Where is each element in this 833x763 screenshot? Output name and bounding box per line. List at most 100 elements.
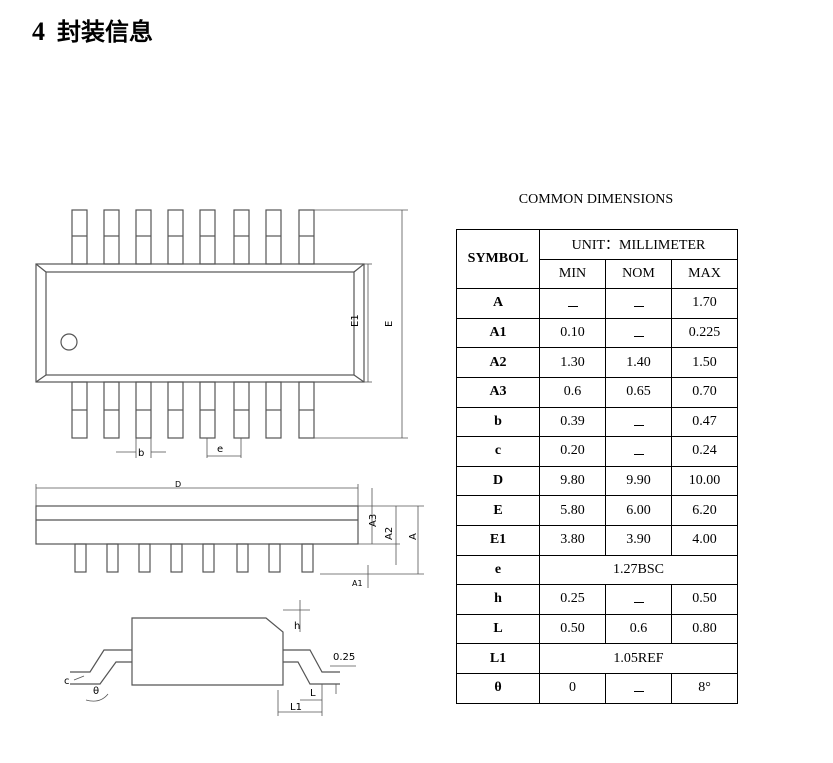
value-cell-min: 0.39 — [539, 406, 606, 438]
label-gauge: 0.25 — [333, 652, 355, 663]
pin-top — [103, 209, 120, 265]
value-cell-nom — [605, 288, 672, 319]
symbol-cell: c — [456, 436, 540, 467]
label-E1: E1 — [350, 314, 361, 327]
value-cell-min: 0.20 — [539, 436, 606, 467]
side-lead — [74, 543, 87, 573]
column-header-row: MIN NOM MAX — [457, 258, 738, 290]
pin-top — [135, 209, 152, 265]
value-cell-max: 1.70 — [671, 288, 738, 319]
value-cell-nom — [605, 406, 672, 438]
side-lead — [138, 543, 151, 573]
right-lead-lower — [283, 661, 340, 685]
value-cell: 1.05REF — [539, 643, 738, 674]
value-cell-min: 0 — [539, 672, 606, 704]
value-cell-min: 0.25 — [539, 584, 606, 615]
bevel-corner — [35, 263, 47, 273]
section-number: 4 — [32, 17, 45, 46]
value-cell-max: 0.47 — [671, 406, 738, 438]
value-cell-nom: 6.00 — [605, 495, 672, 526]
pin-top — [199, 209, 216, 265]
col-min: MIN — [539, 258, 606, 290]
symbol-cell: A — [456, 288, 540, 319]
pin-top — [298, 209, 315, 265]
symbol-cell: e — [456, 554, 540, 586]
value-cell-max: 4.00 — [671, 524, 738, 556]
ic-body-bevel — [45, 271, 355, 376]
bevel-corner — [353, 263, 365, 273]
value-cell: 1.27BSC — [539, 554, 738, 586]
dimension-lines — [35, 209, 424, 716]
label-A: A — [408, 533, 419, 540]
side-view — [35, 505, 359, 573]
profile-body — [131, 617, 284, 686]
symbol-cell: θ — [456, 672, 540, 704]
label-A3: A3 — [368, 514, 379, 527]
package-drawing: b e E1 E D A3 A2 A A1 h c θ 0.25 L L1 — [35, 209, 424, 716]
ic-body — [35, 263, 365, 383]
value-cell-max: 0.80 — [671, 613, 738, 645]
symbol-cell: E1 — [456, 524, 540, 556]
pin1-marker — [60, 333, 78, 351]
label-L: L — [310, 688, 316, 699]
dash-mark — [633, 329, 644, 337]
dash-mark — [633, 684, 644, 692]
symbol-cell: h — [456, 584, 540, 615]
value-cell-min — [539, 288, 606, 319]
table-title: COMMON DIMENSIONS — [518, 192, 674, 207]
unit-header: UNIT：MILLIMETER — [539, 229, 738, 260]
value-cell-nom — [605, 584, 672, 615]
left-lead-lower — [70, 661, 132, 685]
label-E: E — [384, 321, 395, 327]
label-A2: A2 — [384, 527, 395, 540]
symbol-cell: A1 — [456, 317, 540, 349]
dash-mark — [567, 299, 578, 308]
value-cell-nom — [605, 672, 672, 704]
label-h: h — [294, 621, 300, 632]
dash-mark — [633, 595, 644, 604]
profile-view — [70, 617, 340, 686]
value-cell-min: 1.30 — [539, 347, 606, 378]
value-cell-max: 0.70 — [671, 376, 738, 408]
label-theta: θ — [93, 686, 99, 697]
value-cell-min: 3.80 — [539, 524, 606, 556]
table-row: A 1.70 — [456, 288, 738, 319]
value-cell-max: 0.50 — [671, 584, 738, 615]
value-cell-min: 0.6 — [539, 376, 606, 408]
value-cell-max: 0.225 — [671, 317, 738, 349]
dim-theta-arc — [85, 693, 109, 702]
value-cell-max: 0.24 — [671, 436, 738, 467]
symbol-cell: D — [456, 465, 540, 497]
value-cell-nom — [605, 317, 672, 349]
pin-top — [167, 209, 184, 265]
pin-top — [71, 209, 88, 265]
side-lead — [106, 543, 119, 573]
top-view — [35, 209, 365, 439]
value-cell-min: 5.80 — [539, 495, 606, 526]
label-D: D — [175, 480, 181, 489]
value-cell-nom: 0.6 — [605, 613, 672, 645]
table-header-row: SYMBOL UNIT：MILLIMETER — [456, 228, 738, 290]
side-lead — [301, 543, 314, 573]
value-cell-nom: 1.40 — [605, 347, 672, 378]
value-cell-max: 8° — [671, 672, 738, 704]
value-cell-max: 1.50 — [671, 347, 738, 378]
dimensions-table: SYMBOL UNIT：MILLIMETER MIN NOM MAX A 1.70… — [456, 228, 738, 704]
value-cell-nom: 3.90 — [605, 524, 672, 556]
value-cell-max: 10.00 — [671, 465, 738, 497]
col-max: MAX — [671, 258, 738, 290]
label-b: b — [138, 448, 144, 459]
bevel-corner — [353, 374, 365, 383]
dim-c — [73, 675, 85, 681]
